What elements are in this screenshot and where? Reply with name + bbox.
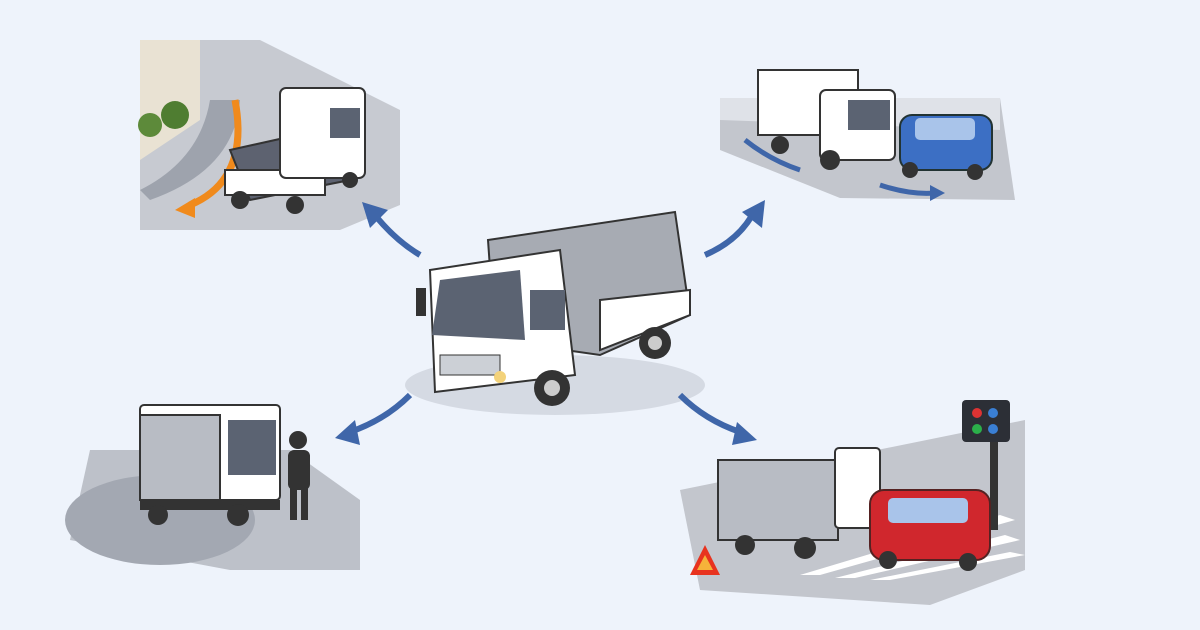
arrowhead-icon — [742, 200, 765, 228]
central-truck — [405, 210, 705, 415]
scene-left-turn — [138, 40, 400, 230]
arrow-to-merging-icon — [703, 208, 758, 258]
arrowhead-icon — [335, 420, 360, 445]
arrow-to-pedestrian-icon — [349, 392, 413, 435]
arrow-to-left-turn-icon — [372, 213, 422, 258]
pedestrian-icon — [288, 431, 310, 520]
arrow-to-crosswalk-icon — [677, 392, 741, 435]
traffic-light-icon — [962, 400, 1010, 442]
arrowhead-icon — [732, 422, 757, 445]
scene-merging — [720, 69, 1015, 201]
scene-pedestrian — [65, 404, 360, 570]
orange-arrow-icon — [175, 198, 195, 218]
scene-crosswalk — [680, 400, 1025, 605]
arrowhead-icon — [362, 202, 388, 228]
